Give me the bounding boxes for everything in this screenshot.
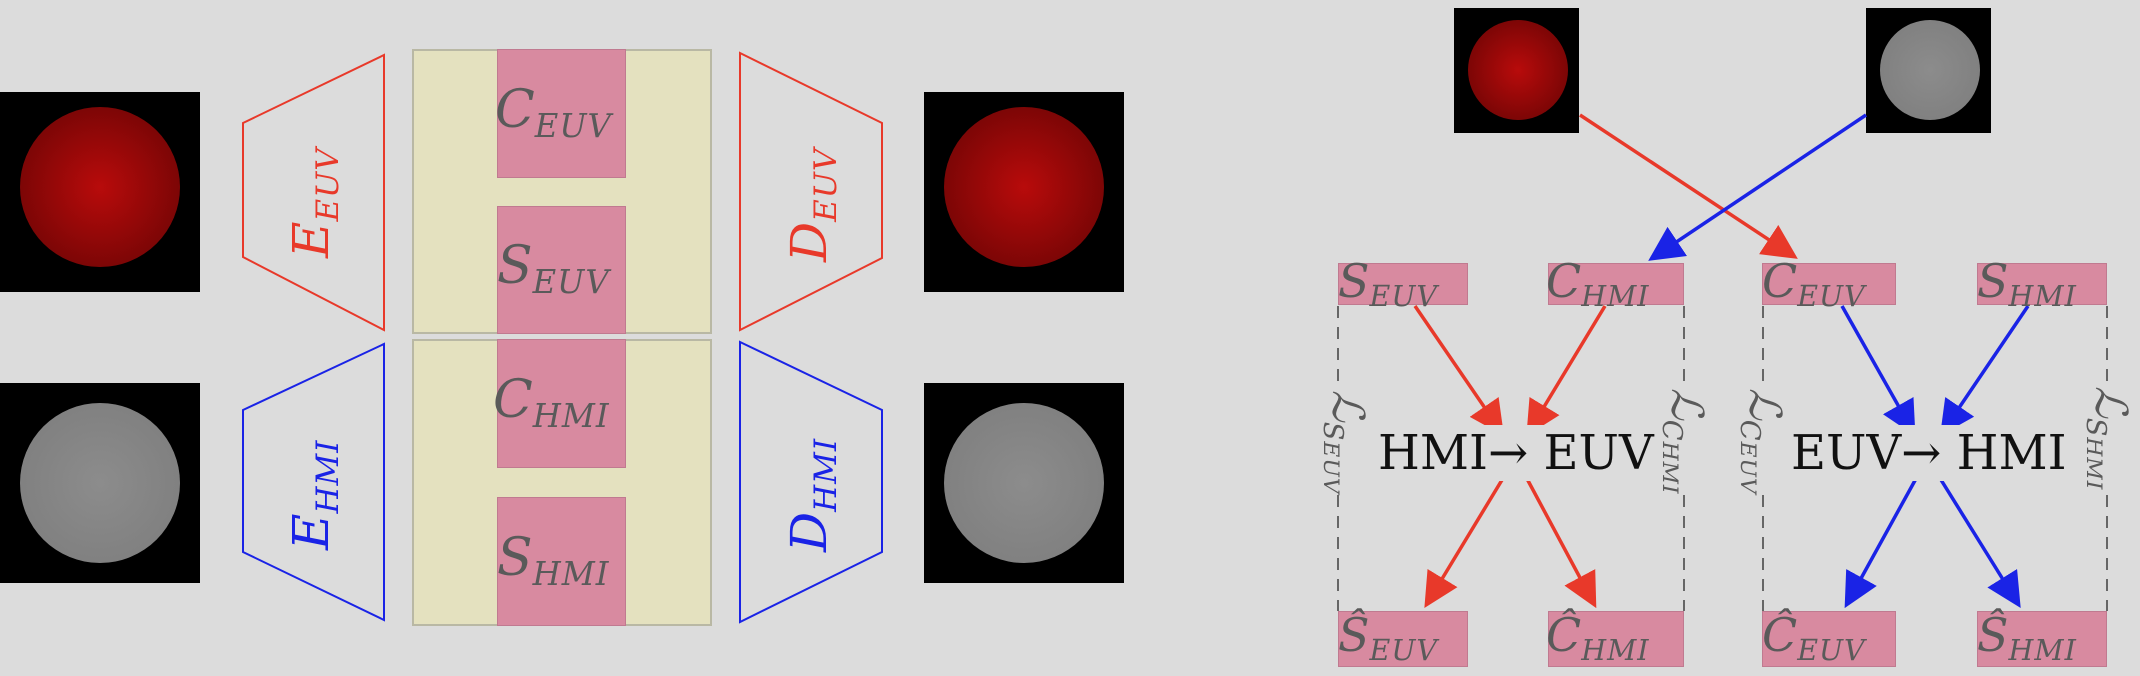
encoder-hmi-shape (242, 342, 385, 622)
latent-c-hmi (497, 339, 626, 468)
arrow-c-hmi-to-center (1526, 305, 1607, 436)
decoder-hmi-shape (739, 340, 883, 624)
loss-c-euv-label: ℒCEUV (1734, 388, 1790, 495)
arrow-hmi-to-c-hmi (1648, 113, 1867, 261)
top-c-hmi-label: CHMI (1546, 254, 1650, 314)
top-latent-c-euv (1762, 263, 1896, 305)
latent-s-hmi (497, 497, 626, 626)
hmi-sun-disk (944, 403, 1104, 563)
input-euv-image (0, 92, 200, 292)
bottom-latent-s-hmi (1977, 611, 2107, 667)
loss-c-hmi-label: ℒCHMI (1656, 388, 1712, 495)
output-euv-image (924, 92, 1124, 292)
loss-s-hmi-label: ℒSHMI (2080, 386, 2136, 491)
top-latent-s-euv (1338, 263, 1468, 305)
small-euv-image (1454, 8, 1579, 133)
decoder-euv-shape (739, 51, 883, 332)
arrow-euv-to-c-euv (1579, 113, 1798, 259)
arrow-s-euv-to-center (1413, 305, 1504, 436)
decoder-hmi-label: DHMI (780, 437, 844, 552)
translation-hmi-to-euv: HMI→ EUV (1376, 425, 1656, 481)
hmi-sun-disk (20, 403, 180, 563)
output-hmi-image (924, 383, 1124, 583)
latent-s-euv-label: SEUV (497, 236, 610, 302)
input-hmi-image (0, 383, 200, 583)
latent-c-hmi-label: CHMI (493, 370, 610, 436)
euv-sun-disk (1468, 20, 1568, 120)
loss-s-euv-label: ℒSEUV (1317, 390, 1373, 495)
top-latent-c-hmi (1548, 263, 1684, 305)
encoder-euv-shape (242, 53, 385, 332)
bottom-c-hmi-hat-label: ĈHMI (1546, 608, 1650, 668)
small-hmi-image (1866, 8, 1991, 133)
encoder-euv-label: EEUV (282, 147, 346, 258)
bottom-s-hmi-hat-label: ŜHMI (1977, 608, 2077, 668)
arrow-center-to-c-euv-hat (1844, 474, 1920, 609)
bottom-latent-s-euv (1338, 611, 1468, 667)
arrow-center-to-s-hmi-hat (1936, 474, 2021, 608)
translation-euv-to-hmi: EUV→ HMI (1789, 425, 2069, 481)
top-c-euv-label: CEUV (1762, 254, 1866, 314)
euv-sun-disk (20, 107, 180, 267)
bottom-s-euv-hat-label: ŜEUV (1338, 608, 1438, 668)
bottom-c-euv-hat-label: ĈEUV (1762, 608, 1866, 668)
encoder-hmi-label: EHMI (282, 439, 346, 550)
arrow-c-euv-to-center (1840, 305, 1916, 437)
latent-c-euv (497, 49, 626, 178)
euv-sun-disk (944, 107, 1104, 267)
top-s-hmi-label: SHMI (1977, 254, 2077, 314)
latent-s-hmi-label: SHMI (497, 528, 610, 594)
arrow-center-to-c-hmi-hat (1523, 474, 1597, 609)
right-diagram-arrows (1337, 113, 2108, 611)
arrow-center-to-s-euv-hat (1424, 474, 1507, 608)
top-s-euv-label: SEUV (1338, 254, 1438, 314)
latent-s-euv (497, 206, 626, 334)
decoder-euv-label: DEUV (780, 147, 844, 262)
bottom-latent-c-hmi (1548, 611, 1684, 667)
encoder-decoder-shapes (242, 51, 883, 624)
bottom-latent-c-euv (1762, 611, 1896, 667)
latent-c-euv-label: CEUV (495, 80, 612, 146)
top-latent-s-hmi (1977, 263, 2107, 305)
hmi-sun-disk (1880, 20, 1980, 120)
arrow-s-hmi-to-center (1940, 305, 2030, 436)
